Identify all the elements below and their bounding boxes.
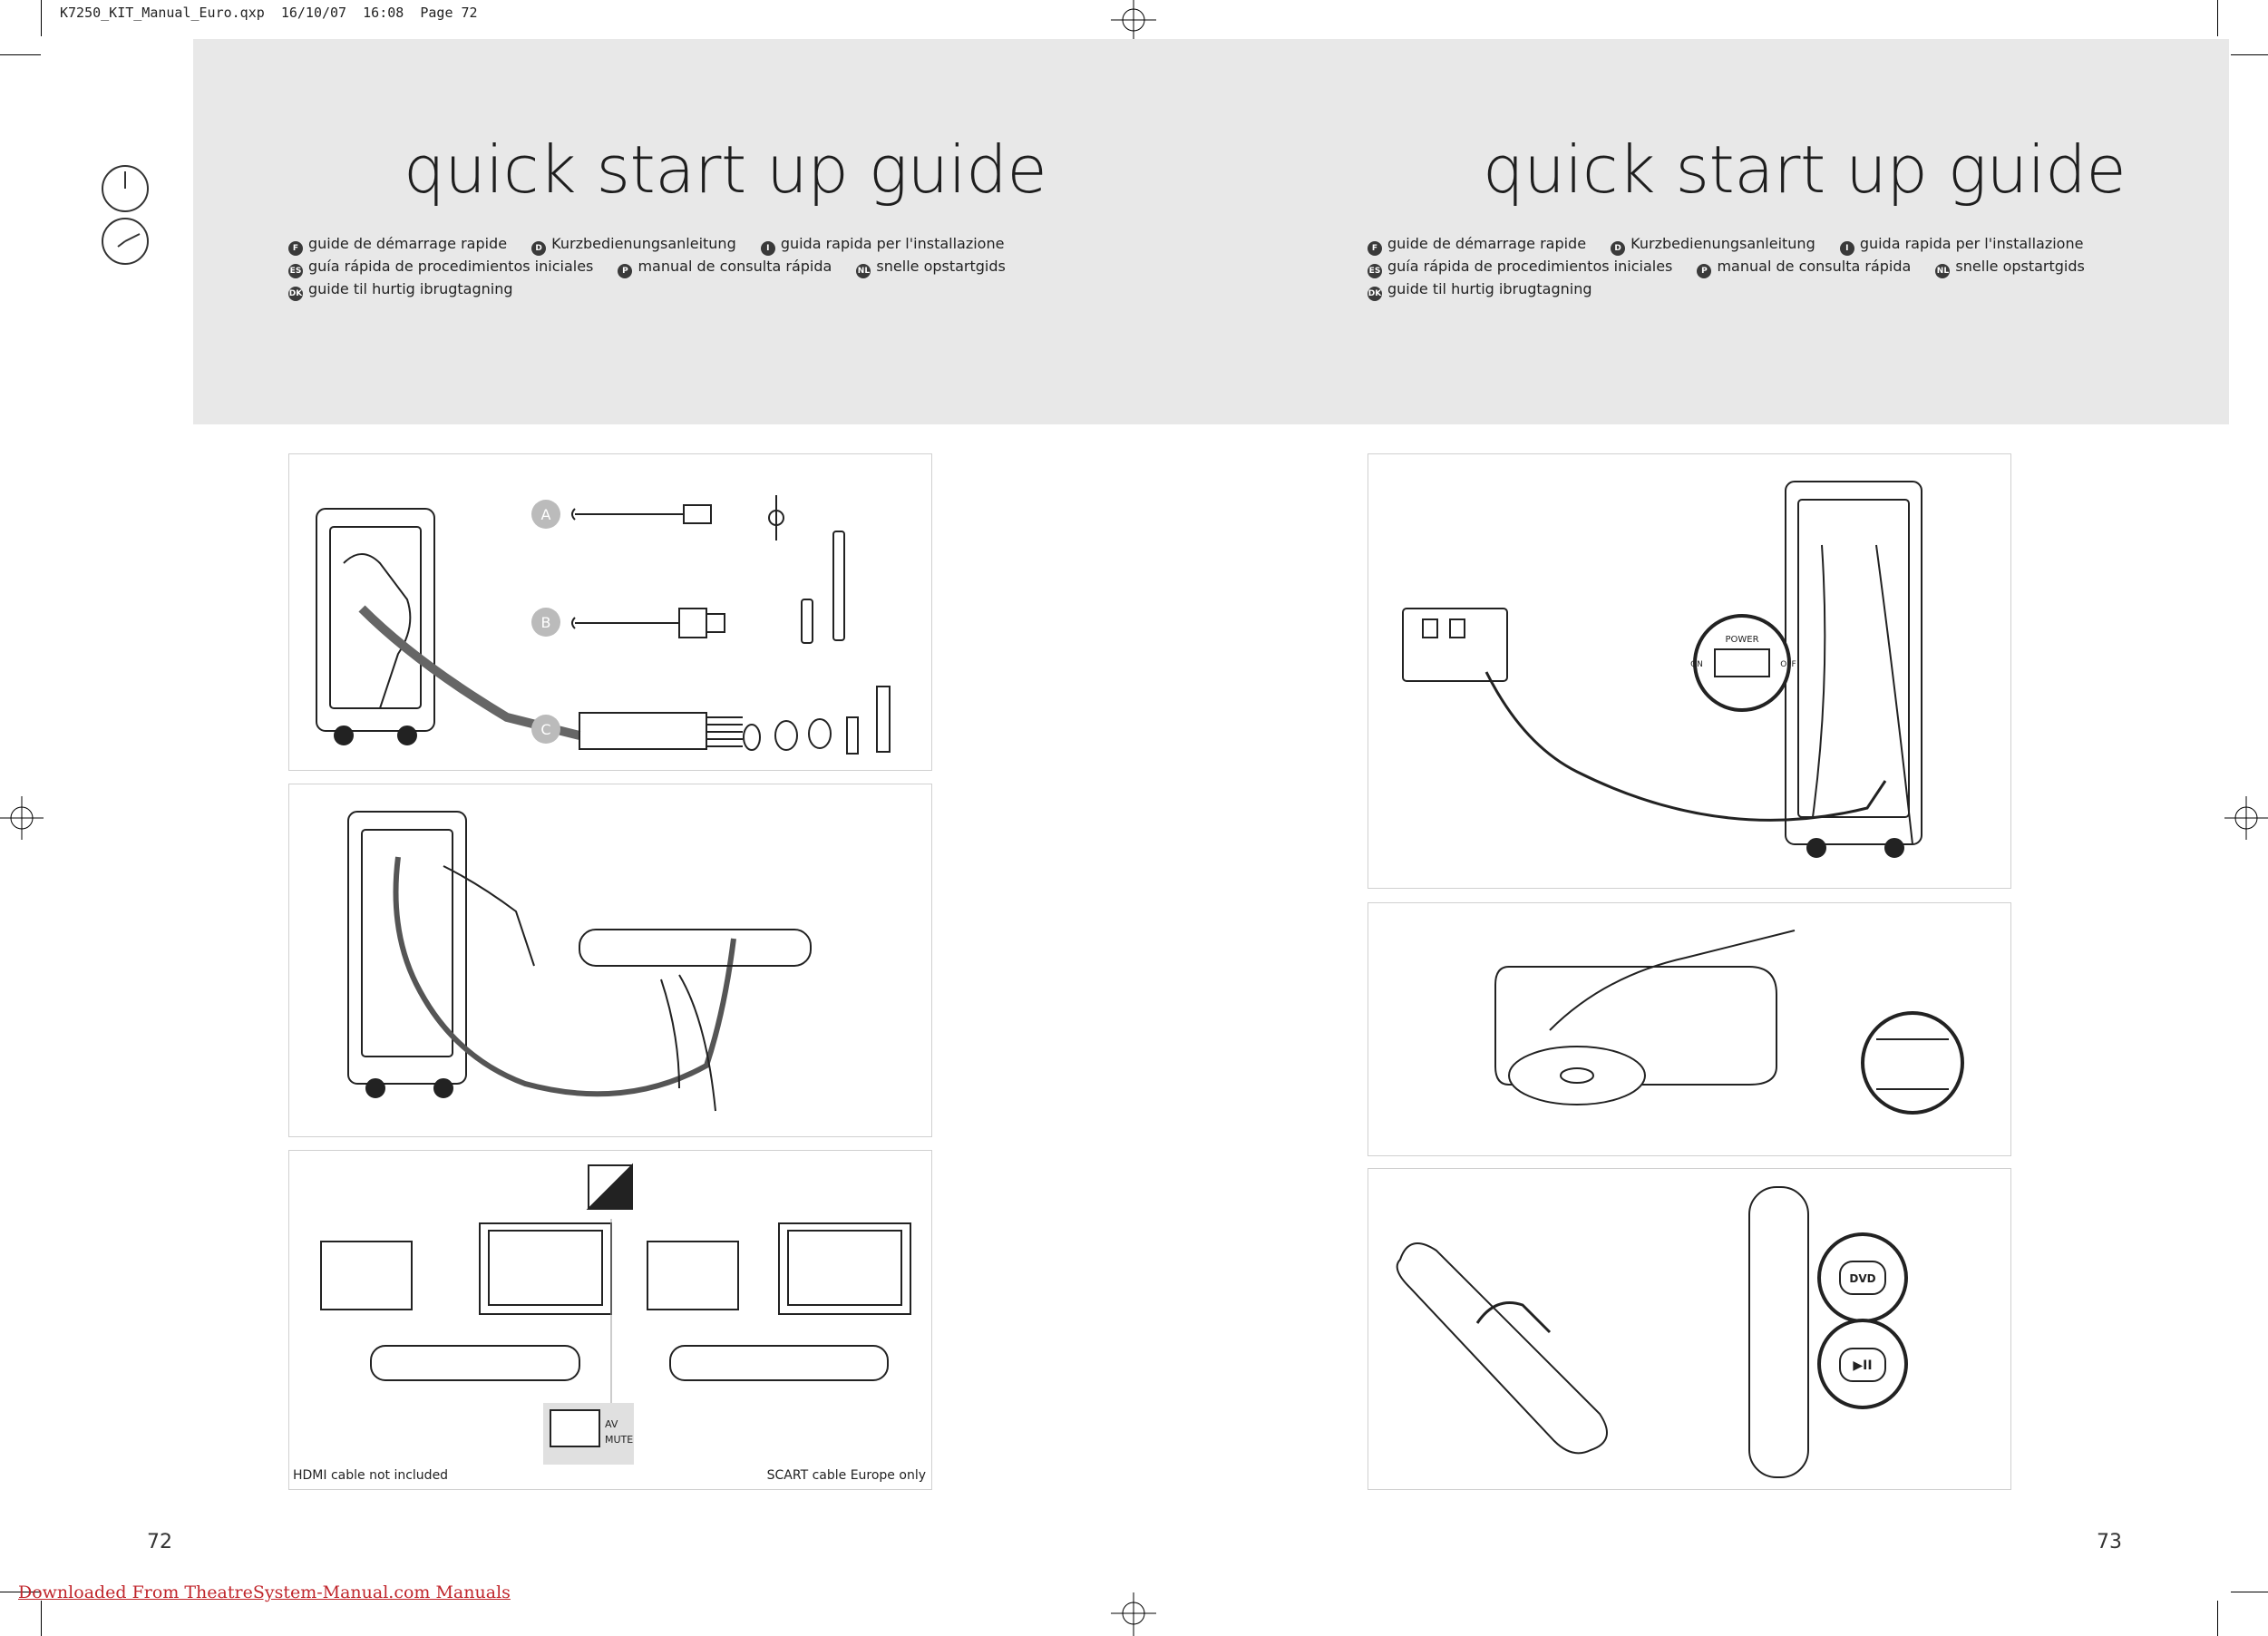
language-badge: D (1611, 241, 1626, 256)
play-pause-button-label: ▶II (1853, 1358, 1872, 1373)
power-label: POWER (1725, 635, 1758, 645)
page-number-right: 73 (2097, 1531, 2122, 1553)
letter-label: B (541, 614, 551, 631)
dvd-button-label: DVD (1849, 1272, 1875, 1285)
crop-mark (41, 0, 42, 36)
language-label: guide til hurtig ibrugtagning (1387, 280, 1592, 297)
language-badge: ES (288, 264, 303, 278)
clock-icon (102, 218, 149, 265)
caption-scart: SCART cable Europe only (766, 1468, 926, 1483)
crop-mark (2217, 1601, 2218, 1636)
cable-letter-b: B (531, 608, 560, 637)
language-badge: F (1368, 241, 1382, 256)
crop-mark (41, 1601, 42, 1636)
letter-label: A (541, 506, 551, 523)
power-on-label: ON (1690, 660, 1703, 669)
language-row: DK guide til hurtig ibrugtagning (1368, 278, 2105, 301)
illustration-remote-control: DVD ▶II (1396, 1186, 1908, 1478)
language-label: snelle opstartgids (1955, 258, 2085, 275)
language-label: guía rápida de procedimientos iniciales (1387, 258, 1673, 275)
panel-power-connection: POWER ON OFF (1368, 453, 2011, 889)
language-label: guida rapida per l'installazione (780, 235, 1005, 252)
panel-connect-receiver (288, 784, 932, 1137)
header-band (193, 39, 2229, 424)
crop-mark (2217, 0, 2218, 36)
illustration-tv-hdmi-scart: AV MUTE (320, 1163, 911, 1465)
registration-mark (1111, 1592, 1156, 1636)
panel-insert-disc (1368, 902, 2011, 1156)
illustration-power-outlet: POWER ON OFF (1402, 481, 1922, 858)
language-badge: I (760, 241, 775, 256)
cable-letter-a: A (531, 500, 560, 529)
language-badge: D (531, 241, 547, 256)
illustration-subwoofer-cables: A B C (316, 495, 891, 755)
language-label: snelle opstartgids (876, 258, 1006, 275)
crop-mark (0, 54, 41, 55)
language-row: ES guía rápida de procedimientos iniciale… (1368, 256, 2105, 278)
file-slug: K7250_KIT_Manual_Euro.qxp 16/10/07 16:08… (60, 5, 478, 21)
language-label: guide til hurtig ibrugtagning (308, 280, 513, 297)
panel-remote-control: DVD ▶II (1368, 1168, 2011, 1490)
language-badge: F (288, 241, 303, 256)
letter-label: C (540, 721, 550, 738)
illustration-receiver-connection (347, 811, 812, 1112)
tv-mute-label: MUTE (605, 1434, 633, 1446)
tv-av-label: AV (605, 1418, 618, 1430)
language-badge: DK (1368, 287, 1382, 301)
language-label: guida rapida per l'installazione (1859, 235, 2084, 252)
language-badge: DK (288, 287, 303, 301)
crop-mark (2231, 54, 2268, 55)
registration-mark (0, 796, 44, 840)
panel-tv-connection: AV MUTE HDMI cable not included SCART ca… (288, 1150, 932, 1490)
language-label: manual de consulta rápida (638, 258, 832, 275)
registration-mark (2224, 796, 2268, 840)
language-badge: P (1697, 264, 1712, 278)
language-label: guide de démarrage rapide (308, 235, 508, 252)
registration-mark (1111, 0, 1156, 40)
language-badge: ES (1368, 264, 1382, 278)
language-badge: NL (1935, 264, 1951, 278)
page-title-right: quick start up guide (1483, 131, 2127, 208)
language-label: manual de consulta rápida (1717, 258, 1912, 275)
language-badge: NL (856, 264, 871, 278)
download-source-link[interactable]: Downloaded From TheatreSystem-Manual.com… (18, 1582, 511, 1602)
language-row: ES guía rápida de procedimientos iniciale… (288, 256, 1026, 278)
panel-cables-overview: A B C (288, 453, 932, 771)
language-badge: I (1839, 241, 1854, 256)
language-badge: P (618, 264, 633, 278)
page-title-left: quick start up guide (404, 131, 1047, 208)
language-row: DK guide til hurtig ibrugtagning (288, 278, 1026, 301)
caption-hdmi: HDMI cable not included (293, 1468, 449, 1483)
language-label: Kurzbedienungsanleitung (551, 235, 736, 252)
language-label: Kurzbedienungsanleitung (1630, 235, 1815, 252)
language-label: guía rápida de procedimientos iniciales (308, 258, 594, 275)
clock-icon (102, 165, 149, 212)
page-number-left: 72 (147, 1531, 172, 1553)
illustration-insert-disc (1494, 930, 1964, 1115)
language-label: guide de démarrage rapide (1387, 235, 1587, 252)
cable-letter-c: C (531, 715, 560, 744)
power-off-label: OFF (1780, 660, 1796, 669)
